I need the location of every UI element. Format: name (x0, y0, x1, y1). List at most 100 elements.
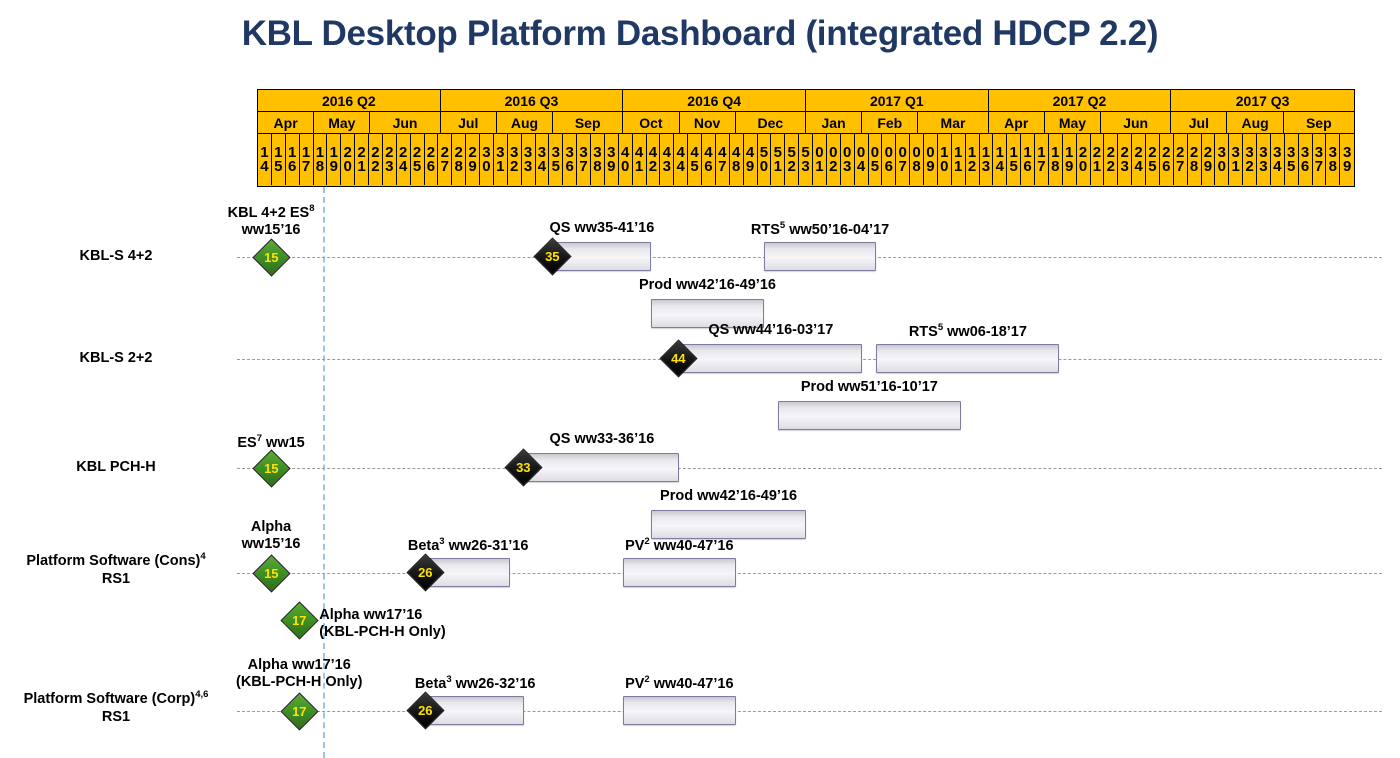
row-label-kbl-s-4-2: KBL-S 4+2 (79, 248, 153, 264)
bar-caption-qs-4-2: QS ww35-41’16 (549, 220, 655, 236)
quarter-cell: 2017 Q3 (1171, 90, 1354, 111)
bar-caption-prod-pch-h: Prod ww42’16-49’16 (660, 488, 798, 504)
month-cell: Jul (440, 112, 497, 133)
bar-caption-qs-2-2: QS ww44’16-03’17 (708, 322, 834, 338)
milestone-value: 17 (291, 703, 307, 719)
row-label-kbl-s-2-2: KBL-S 2+2 (79, 350, 153, 366)
gantt-bar-prod-4-2[interactable] (651, 299, 764, 328)
row-gridline (237, 468, 1382, 469)
month-cell: Jan (805, 112, 863, 133)
gantt-bar-pv-cons[interactable] (623, 558, 736, 587)
month-cell: Nov (679, 112, 736, 133)
gantt-bar-rts-2-2[interactable] (876, 344, 1060, 373)
milestone-diamond-pch-h-es[interactable]: 15 (251, 448, 291, 488)
gantt-bar-qs-2-2[interactable] (679, 344, 863, 373)
milestone-diamond-cons-alpha-15[interactable]: 15 (251, 553, 291, 593)
milestone-diamond-kbl-4-2-es[interactable]: 15 (251, 237, 291, 277)
milestone-diamond-corp-alpha-17[interactable]: 17 (280, 691, 319, 731)
gantt-bar-qs-pch-h[interactable] (524, 453, 680, 482)
month-cell: Jun (370, 112, 441, 133)
gantt-bar-rts-4-2[interactable] (763, 242, 877, 271)
bar-caption-prod-4-2: Prod ww42’16-49’16 (638, 277, 776, 293)
month-cell: May (314, 112, 371, 133)
gantt-bar-prod-pch-h[interactable] (651, 510, 806, 539)
milestone-value: 26 (418, 703, 433, 718)
month-cell: Dec (735, 112, 806, 133)
milestone-value: 15 (263, 249, 279, 265)
month-cell: May (1044, 112, 1102, 133)
month-cell: Jul (1171, 112, 1228, 133)
milestone-value: 17 (291, 612, 307, 628)
row-gridline (237, 573, 1382, 574)
month-cell: Mar (918, 112, 989, 133)
milestone-diamond-cons-alpha-17[interactable]: 17 (280, 600, 319, 640)
gantt-bar-prod-2-2[interactable] (777, 401, 961, 430)
row-label-kbl-pch-h: KBL PCH-H (76, 459, 156, 475)
bar-caption-rts-2-2: RTS5 ww06-18’17 (908, 322, 1027, 340)
gantt-bar-pv-corp[interactable] (623, 696, 736, 725)
month-cell: Sep (1283, 112, 1354, 133)
month-cell: Sep (553, 112, 624, 133)
quarter-cell: 2017 Q1 (805, 90, 989, 111)
quarter-cell: 2017 Q2 (988, 90, 1172, 111)
bar-caption-pv-corp: PV2 ww40-47’16 (625, 674, 734, 692)
month-cell: Jun (1101, 112, 1172, 133)
